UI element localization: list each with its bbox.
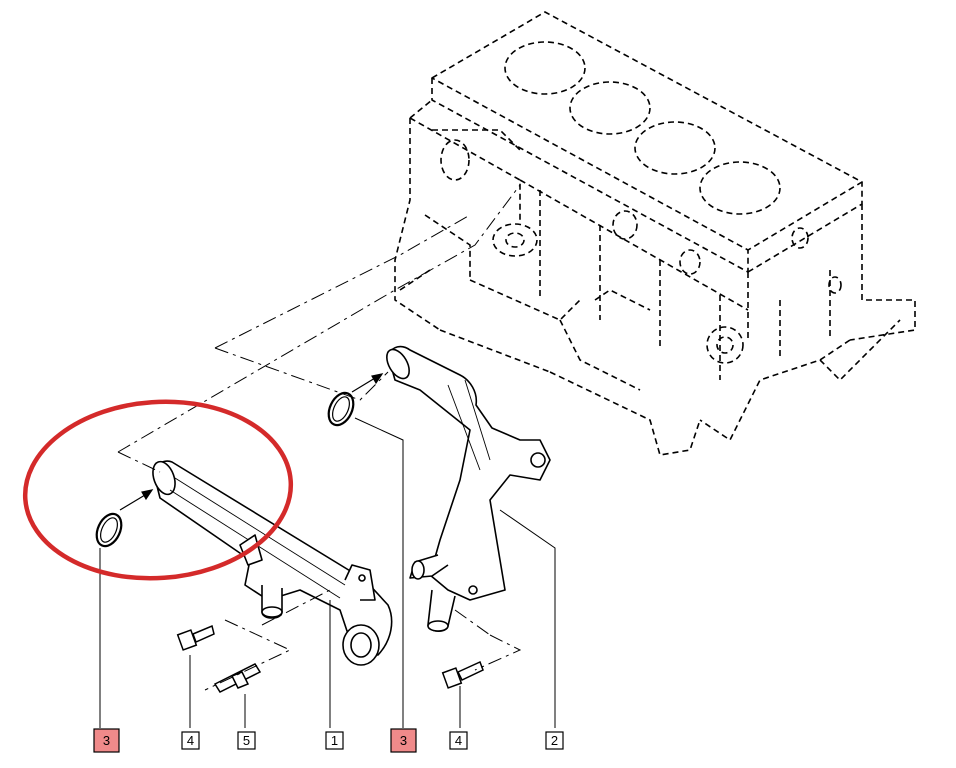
callout-5: 5: [237, 731, 256, 750]
svg-text:4: 4: [455, 733, 462, 748]
bolt-left: [176, 624, 215, 651]
highlight-circle: [22, 399, 294, 581]
callout-leader-lines: [99, 417, 556, 728]
svg-text:1: 1: [331, 733, 338, 748]
engine-block-dashed: [394, 11, 916, 456]
callout-1: 1: [325, 731, 344, 750]
svg-text:3: 3: [400, 733, 407, 748]
callout-3-left: 3: [93, 728, 120, 753]
coolant-pipe-2: [386, 345, 551, 632]
stud-left: [213, 663, 262, 693]
svg-text:4: 4: [187, 733, 194, 748]
insertion-arrows: [119, 373, 384, 511]
callout-3-right: 3: [390, 728, 417, 753]
svg-text:3: 3: [103, 733, 110, 748]
callout-4-right: 4: [449, 731, 468, 750]
bolt-right: [441, 660, 484, 689]
callout-4-left: 4: [181, 731, 200, 750]
o-ring-left: [95, 512, 123, 548]
assembly-guide-lines: [117, 184, 522, 691]
callout-2: 2: [545, 731, 564, 750]
o-ring-right: [327, 391, 355, 427]
svg-text:5: 5: [243, 733, 250, 748]
svg-text:2: 2: [551, 733, 558, 748]
